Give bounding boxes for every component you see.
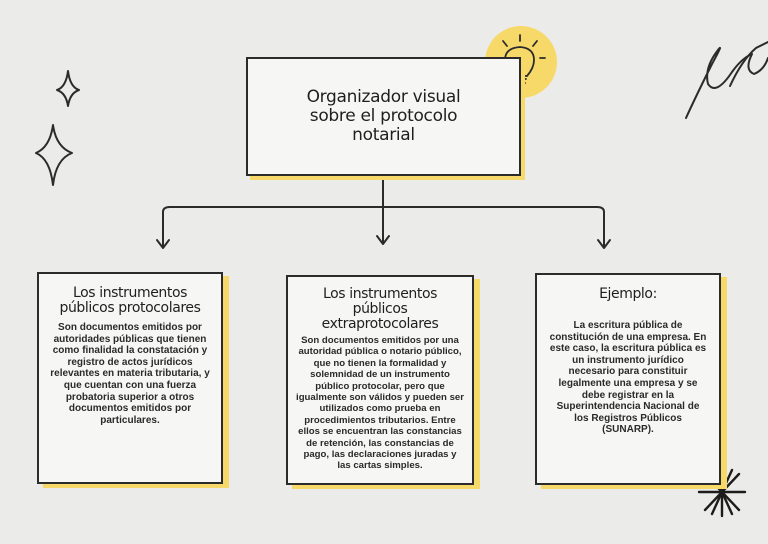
card-ejemplo: Ejemplo: La escritura pública de constit… [535, 273, 721, 485]
connector-arrows [156, 177, 611, 249]
card-heading: Los instrumentos públicos extraprotocola… [321, 286, 439, 332]
card-protocolares: Los instrumentos públicos protocolares S… [37, 272, 223, 484]
scribble-loop [685, 46, 768, 119]
card-body: La escritura pública de constitución de … [549, 320, 707, 436]
page-title: Organizador visual sobre el protocolo no… [306, 87, 461, 145]
card-body: Son documentos emitidos por una autorida… [296, 335, 464, 472]
card-body: Son documentos emitidos por autoridades … [50, 322, 210, 426]
card-heading: Los instrumentos públicos protocolares [59, 285, 201, 316]
title-box: Organizador visual sobre el protocolo no… [246, 57, 521, 176]
card-heading: Ejemplo: [599, 286, 657, 302]
star-burst-icon [697, 466, 747, 518]
sparkle-icon [35, 124, 73, 186]
card-extraprotocolares: Los instrumentos públicos extraprotocola… [286, 275, 474, 485]
sparkle-icon [56, 70, 80, 107]
scribble-loop [729, 41, 768, 87]
